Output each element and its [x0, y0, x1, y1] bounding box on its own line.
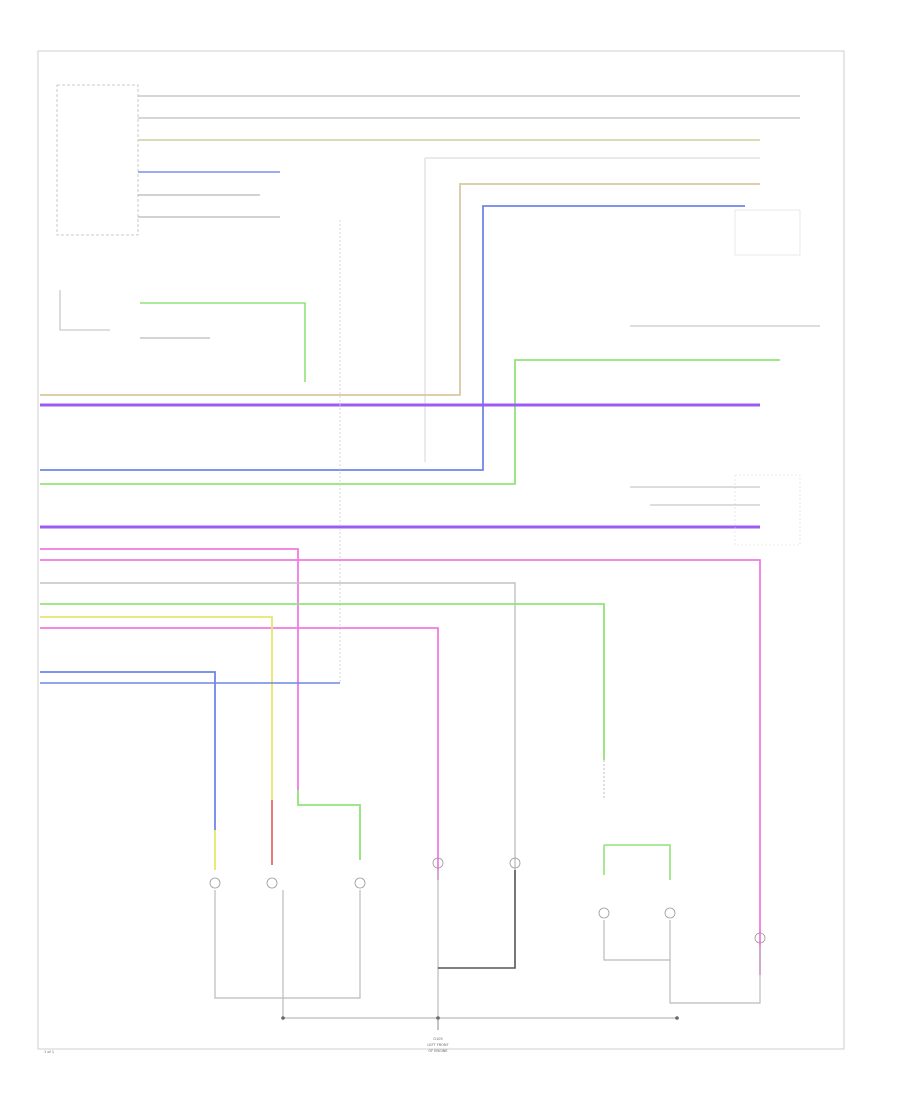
ground-wire-fog-pair — [438, 870, 516, 969]
ground-label-1: G105 — [433, 1037, 442, 1041]
wire-green-switch — [140, 302, 306, 382]
diagram-frame — [37, 50, 845, 1050]
headlamp-switch-frame — [59, 290, 110, 331]
bulb-left-fog — [432, 857, 444, 869]
wire-blue-b — [40, 671, 216, 830]
ground-label-3: OF ENGINE — [428, 1049, 447, 1053]
wire-pink-c — [40, 627, 439, 880]
splice-left — [281, 1016, 285, 1020]
bulb-right-side-marker — [754, 932, 766, 944]
wire-green-lamp-2 — [604, 844, 671, 880]
wire-green-a — [40, 359, 780, 485]
wire-pink-b — [40, 559, 761, 975]
wire-green-branch — [297, 790, 361, 860]
bulb-left-head — [266, 877, 278, 889]
bulb-left-park — [354, 877, 366, 889]
bulb-left-cornering — [598, 907, 610, 919]
footer-code: 1 of 1 — [44, 1050, 54, 1054]
wire-pink-a — [40, 548, 299, 790]
ground-wire-cornering — [603, 920, 671, 961]
ground-wire-right — [669, 946, 761, 1004]
ground-wire-left — [214, 890, 361, 999]
brake-pedal-switch-box — [734, 209, 801, 256]
wire-yellow — [40, 616, 273, 800]
turn-signal-switch-box — [734, 474, 801, 546]
wire-tan — [40, 183, 760, 396]
bulb-left-front-turn — [209, 877, 221, 889]
bulb-right-fog — [509, 857, 521, 869]
wire-gray-b — [40, 582, 516, 880]
bulb-right-cornering — [664, 907, 676, 919]
ground-label-2: LEFT FRONT — [427, 1043, 449, 1047]
splice-right — [675, 1016, 679, 1020]
engine-control-module-connector — [56, 84, 139, 236]
wire-blue-a — [40, 205, 745, 471]
wire-green-b — [40, 603, 605, 760]
